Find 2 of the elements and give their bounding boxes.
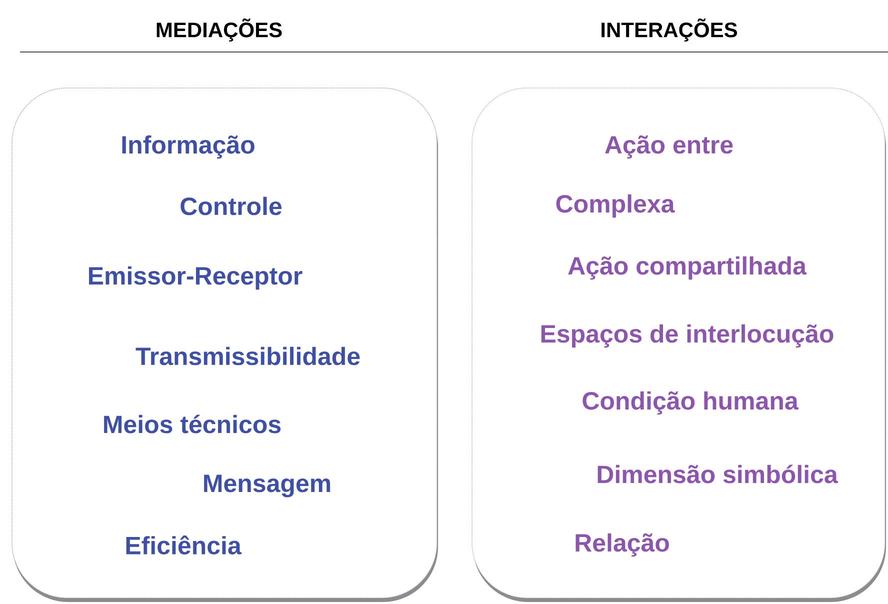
heading: INTERAÇÕES — [602, 18, 738, 42]
heading: MEDIAÇÕES — [156, 18, 282, 42]
